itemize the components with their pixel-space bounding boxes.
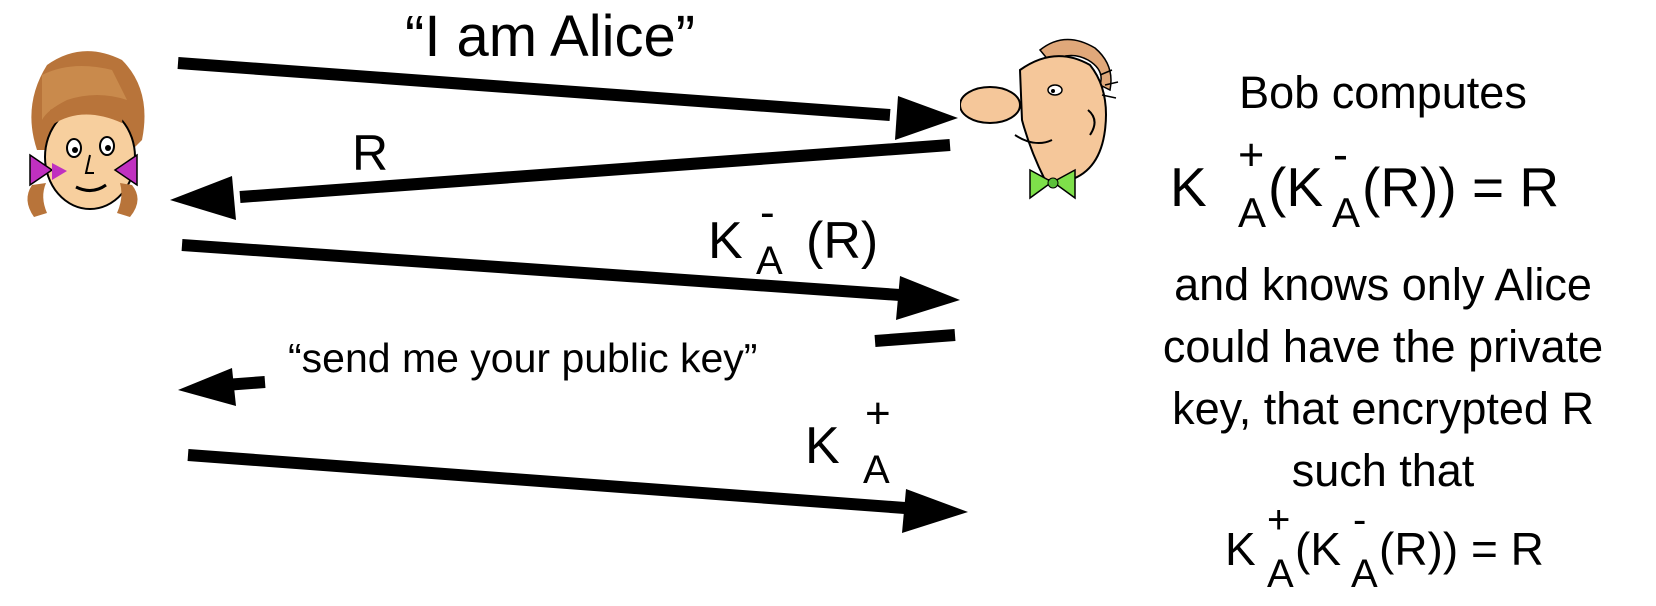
private-key-text: could have the private bbox=[1162, 321, 1604, 372]
formula-1: K + A (K - A (R)) = R bbox=[1170, 132, 1610, 240]
formula-sub: A bbox=[1351, 552, 1378, 596]
formula-tail: (R)) = R bbox=[1362, 156, 1560, 218]
key-symbol: K bbox=[805, 417, 840, 475]
knows-only-alice-text: and knows only Alice bbox=[1174, 259, 1592, 310]
key-subscript: A bbox=[863, 448, 890, 492]
message-i-am-alice: “I am Alice” bbox=[405, 4, 696, 69]
formula-sub: A bbox=[1267, 552, 1294, 596]
arrow-send-public-key bbox=[178, 329, 956, 406]
formula-mid: (K bbox=[1295, 523, 1341, 575]
private-key-superscript: - bbox=[760, 188, 775, 237]
formula-sub: A bbox=[1332, 189, 1361, 236]
such-that-text: such that bbox=[1291, 445, 1475, 496]
formula-sup-plus: + bbox=[1238, 129, 1265, 180]
public-key-superscript: + bbox=[865, 389, 891, 438]
formula-sub: A bbox=[1238, 189, 1267, 236]
message-send-public-key: “send me your public key” bbox=[288, 335, 758, 381]
alice-avatar bbox=[27, 51, 145, 217]
formula-2: K + A (K - A (R)) = R bbox=[1225, 500, 1595, 600]
message-r: R bbox=[352, 125, 389, 181]
formula-tail: (R)) = R bbox=[1379, 523, 1544, 575]
bob-computes-text: Bob computes bbox=[1239, 67, 1527, 118]
formula-key: K bbox=[1170, 156, 1207, 218]
formula-sup-plus: + bbox=[1267, 498, 1291, 542]
bob-avatar bbox=[960, 38, 1119, 200]
message-public-key: K + A bbox=[805, 392, 905, 500]
key-symbol: K bbox=[708, 212, 743, 270]
message-signed-r: K - A (R) bbox=[708, 191, 898, 285]
arrow-signed-r bbox=[181, 239, 960, 320]
formula-mid: (K bbox=[1268, 156, 1323, 218]
signed-r-argument: (R) bbox=[806, 212, 879, 270]
key-subscript: A bbox=[756, 239, 783, 283]
arrow-r bbox=[170, 139, 951, 220]
encrypted-r-text: key, that encrypted R bbox=[1172, 383, 1594, 434]
formula-key: K bbox=[1225, 523, 1256, 575]
arrow-i-am-alice bbox=[177, 57, 958, 140]
formula-sup-minus: - bbox=[1353, 498, 1367, 542]
formula-sup-minus: - bbox=[1333, 129, 1348, 180]
arrow-public-key bbox=[187, 449, 968, 533]
